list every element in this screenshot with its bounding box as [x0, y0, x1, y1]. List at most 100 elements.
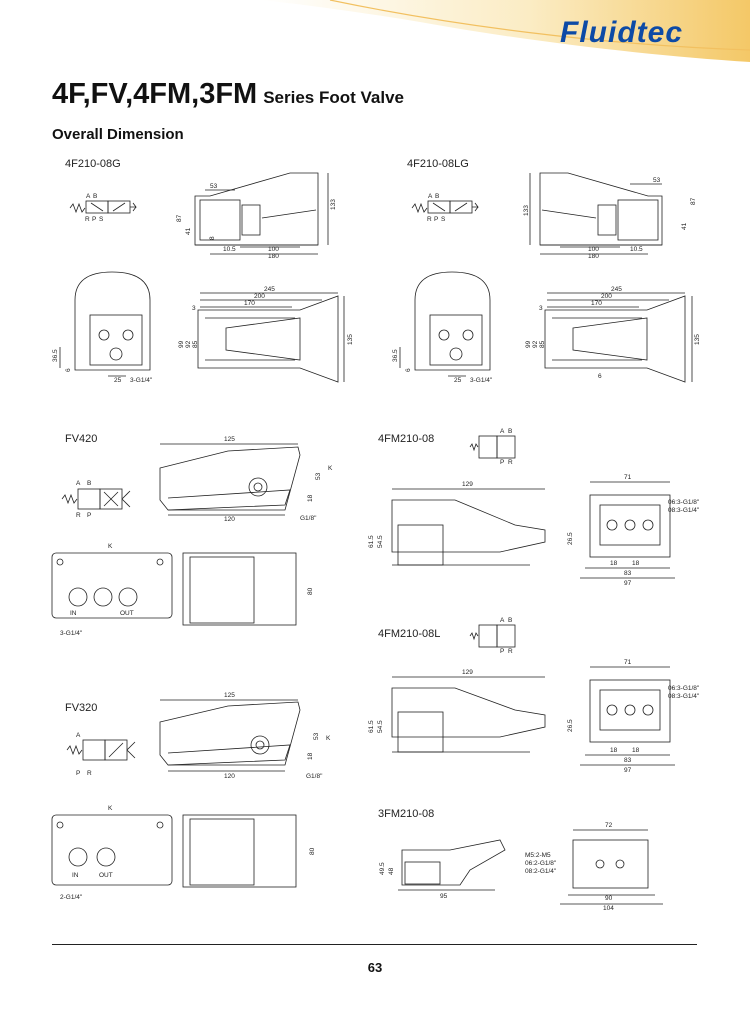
port-06-2-g18: 06:2-G1/8" [525, 860, 557, 867]
side-view-4fm210-08: 129 61.5 54.5 [368, 481, 546, 566]
dim-135: 135 [694, 334, 701, 345]
sym-b: B [435, 193, 439, 200]
dim-83: 83 [624, 570, 632, 577]
sym-p: P [434, 216, 438, 223]
sym-r: R [508, 648, 513, 655]
dim-170: 170 [244, 300, 255, 307]
front-view-4f210-08g: 36.5 6 25 3-G1/4" [52, 271, 153, 384]
side-view-fv420: 125 53 18 120 G1/8" K [159, 436, 333, 523]
dim-129: 129 [462, 669, 473, 676]
series-subtitle: Series Foot Valve [263, 88, 404, 107]
port-08-3-g14: 08:3-G1/4" [668, 693, 700, 700]
sym-b: B [87, 480, 91, 487]
dim-3: 3 [539, 305, 543, 312]
port-06-3-g18: 06:3-G1/8" [668, 499, 700, 506]
symbol-4fm210-08: A B P R [469, 428, 516, 466]
dim-97: 97 [624, 580, 632, 587]
port-g18: G1/8" [300, 515, 317, 522]
dim-245: 245 [611, 286, 622, 293]
symbol-4fm210-08l: A B P R [469, 617, 516, 655]
port-out: OUT [99, 872, 113, 879]
top-view-4f210-08g: 245 200 170 3 99 92 85 135 [178, 286, 354, 383]
port-3-g14: 3-G1/4" [130, 377, 153, 384]
dim-3: 3 [192, 305, 196, 312]
sym-r: R [508, 459, 513, 466]
brand-logo: Fluidtec [560, 16, 684, 49]
port-in: IN [72, 872, 79, 879]
sym-r: R [427, 216, 432, 223]
sym-p: P [500, 648, 504, 655]
port-3-g14: 3-G1/4" [60, 630, 83, 637]
dim-125: 125 [224, 436, 235, 443]
dim-18: 18 [307, 494, 314, 502]
sym-b: B [508, 428, 512, 435]
dim-25: 25 [114, 377, 122, 384]
page-number: 63 [367, 960, 383, 975]
port-06-3-g18: 06:3-G1/8" [668, 685, 700, 692]
header-swoosh [260, 0, 750, 62]
series-code: 4F,FV,4FM,3FM [52, 78, 258, 110]
dim-200: 200 [601, 293, 612, 300]
dim-92: 92 [185, 340, 192, 348]
model-label-3fm210-08: 3FM210-08 [378, 808, 435, 820]
port-g18: G1/8" [306, 773, 323, 780]
model-label-fv320: FV320 [65, 702, 98, 714]
side-view-4f210-08g: 53 133 87 41 8 10.5 100 180 [176, 172, 337, 260]
dim-18: 18 [632, 747, 640, 754]
dim-54-5: 54.5 [377, 720, 384, 733]
symbol-fv420: A B R P [61, 480, 131, 519]
dim-25: 25 [454, 377, 462, 384]
sym-p: P [87, 512, 91, 519]
dim-87: 87 [176, 214, 183, 222]
port-08-2-g14: 08:2-G1/4" [525, 868, 557, 875]
dim-120: 120 [224, 516, 235, 523]
sym-a: A [428, 193, 433, 200]
side-view-4fm210-08l: 129 61.5 54.5 [368, 669, 546, 753]
sym-k: K [326, 735, 331, 742]
front-view-4fm210-08: 71 26.5 18 18 83 97 06:3-G1/8" 08:3-G1/4… [567, 474, 700, 587]
dim-72: 72 [605, 822, 613, 829]
dim-6: 6 [598, 373, 602, 380]
dim-53: 53 [653, 177, 661, 184]
dim-95: 95 [440, 893, 448, 900]
model-label-fv420: FV420 [65, 433, 98, 445]
dim-100: 100 [588, 246, 599, 253]
port-08-3-g14: 08:3-G1/4" [668, 507, 700, 514]
dim-129: 129 [462, 481, 473, 488]
port-out: OUT [120, 610, 134, 617]
dim-49-5: 49.5 [379, 862, 386, 875]
dim-71: 71 [624, 474, 632, 481]
dim-41: 41 [185, 227, 192, 235]
dim-170: 170 [591, 300, 602, 307]
dim-80: 80 [309, 847, 316, 855]
dim-53: 53 [210, 183, 218, 190]
top-view-fv320: IN OUT 2-G1/4" K 80 [51, 805, 316, 901]
model-label-4fm210-08: 4FM210-08 [378, 433, 435, 445]
sym-k: K [108, 805, 113, 812]
sym-a: A [76, 480, 81, 487]
sym-r: R [87, 770, 92, 777]
dim-99: 99 [178, 340, 185, 348]
dim-200: 200 [254, 293, 265, 300]
dim-8: 8 [209, 236, 216, 240]
dim-6: 6 [405, 368, 412, 372]
dim-97: 97 [624, 767, 632, 774]
dim-41: 41 [681, 222, 688, 230]
model-label-4f210-08lg: 4F210-08LG [407, 158, 469, 170]
port-3-g14: 3-G1/4" [470, 377, 493, 384]
dim-92: 92 [532, 340, 539, 348]
dim-135: 135 [347, 334, 354, 345]
dim-61-5: 61.5 [368, 535, 375, 548]
dim-133: 133 [330, 199, 337, 210]
dim-18: 18 [307, 752, 314, 760]
dim-54-5: 54.5 [377, 535, 384, 548]
dim-10-5: 10.5 [223, 246, 236, 253]
dim-104: 104 [603, 905, 614, 912]
dim-53: 53 [315, 472, 322, 480]
sym-k: K [108, 543, 113, 550]
dim-36-5: 36.5 [392, 349, 399, 362]
dim-133: 133 [523, 205, 530, 216]
top-view-4f210-08lg: 245 200 170 3 99 92 85 135 6 [525, 286, 701, 383]
dim-87: 87 [690, 197, 697, 205]
